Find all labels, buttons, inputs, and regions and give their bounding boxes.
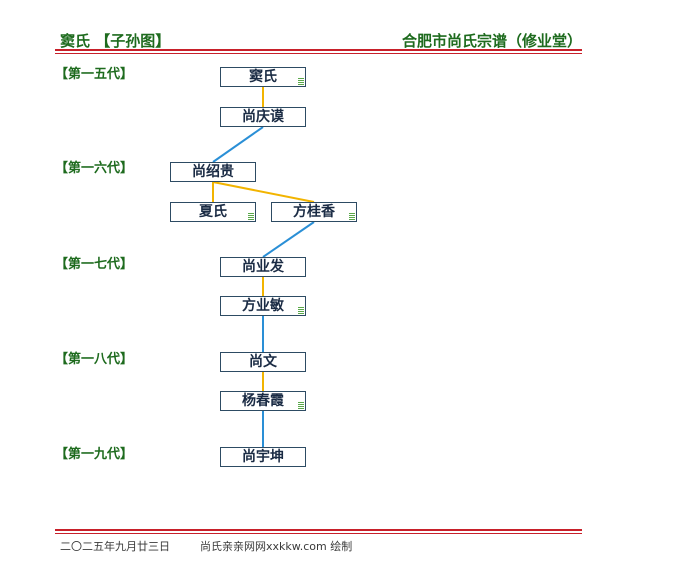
person-name: 方桂香 xyxy=(293,204,335,220)
detail-icon xyxy=(349,213,355,220)
person-name: 尚庆谟 xyxy=(242,109,284,125)
generation-label-17: 【第一七代】 xyxy=(55,257,134,272)
person-box-3[interactable]: 夏氏 xyxy=(170,202,256,222)
generation-label-19: 【第一九代】 xyxy=(55,447,134,462)
header-rule-top xyxy=(55,49,582,51)
generation-label-16: 【第一六代】 xyxy=(55,161,134,176)
footer-rule-top xyxy=(55,529,582,531)
link-descent-1 xyxy=(212,126,264,163)
header-rule-bottom xyxy=(55,53,582,54)
person-box-4[interactable]: 方桂香 xyxy=(271,202,357,222)
person-box-1[interactable]: 尚庆谟 xyxy=(220,107,306,127)
detail-icon xyxy=(298,78,304,85)
footer-date: 二〇二五年九月廿三日 xyxy=(60,540,170,553)
person-box-5[interactable]: 尚业发 xyxy=(220,257,306,277)
person-name: 方业敏 xyxy=(242,298,284,314)
footer-rule-bottom xyxy=(55,533,582,534)
detail-icon xyxy=(248,213,254,220)
person-name: 尚宇坤 xyxy=(242,449,284,465)
link-descent-4 xyxy=(262,221,315,258)
detail-icon xyxy=(298,307,304,314)
person-box-2[interactable]: 尚绍贵 xyxy=(170,162,256,182)
detail-icon xyxy=(298,402,304,409)
generation-label-15: 【第一五代】 xyxy=(55,67,134,82)
person-name: 尚业发 xyxy=(242,259,284,275)
generation-label-18: 【第一八代】 xyxy=(55,352,134,367)
person-name: 夏氏 xyxy=(199,204,227,220)
person-name: 尚绍贵 xyxy=(192,164,234,180)
person-box-7[interactable]: 尚文 xyxy=(220,352,306,372)
link-spouse-3 xyxy=(212,181,315,203)
person-box-6[interactable]: 方业敏 xyxy=(220,296,306,316)
page-title: 窦氏 【子孙图】 xyxy=(60,32,171,50)
person-box-8[interactable]: 杨春霞 xyxy=(220,391,306,411)
person-name: 杨春霞 xyxy=(242,393,284,409)
footer-credit: 尚氏亲亲网网xxkkw.com 绘制 xyxy=(200,540,353,553)
person-name: 尚文 xyxy=(249,354,277,370)
person-box-0[interactable]: 窦氏 xyxy=(220,67,306,87)
genealogy-name: 合肥市尚氏宗谱（修业堂） xyxy=(402,32,583,50)
person-box-9[interactable]: 尚宇坤 xyxy=(220,447,306,467)
person-name: 窦氏 xyxy=(249,69,277,85)
